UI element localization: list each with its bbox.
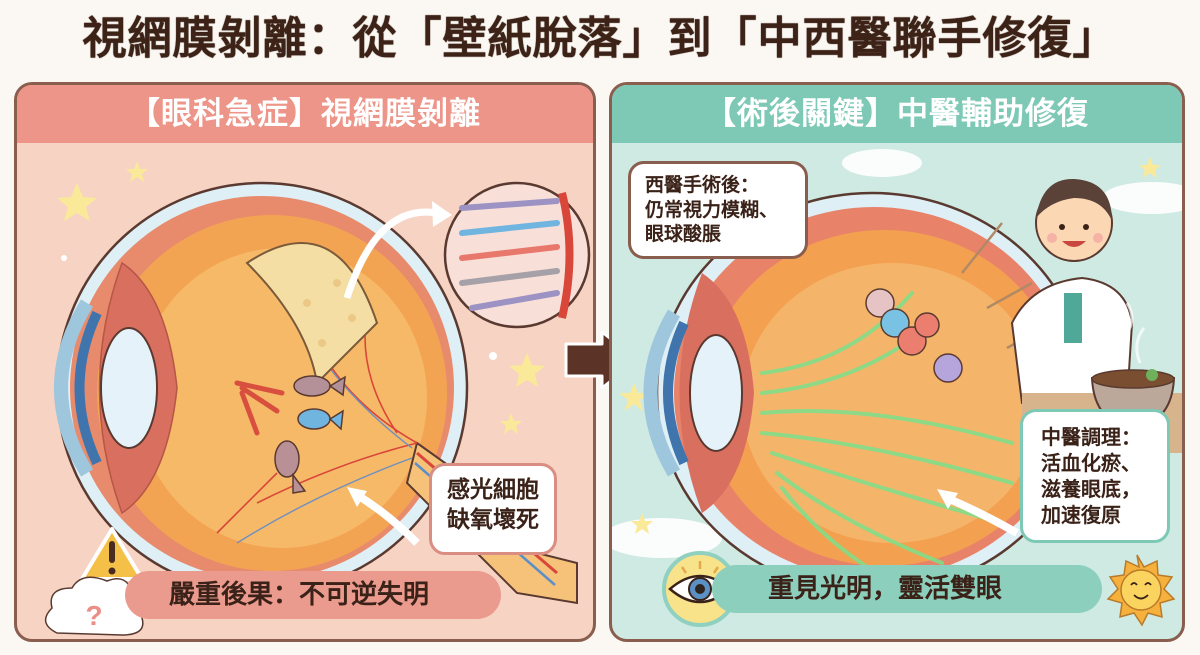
detached-retina-eye-illustration: ?	[44, 161, 591, 636]
tcm-doctor-figure	[1010, 178, 1134, 404]
panel-emergency: 【眼科急症】視網膜剝離	[14, 82, 596, 642]
callout-line: 加速復原	[1041, 503, 1121, 527]
eyeball-cross-section	[643, 191, 1089, 595]
photoreceptor-cells-zoom	[343, 181, 591, 329]
callout-line: 活血化瘀、	[1041, 451, 1141, 475]
sad-fish-cells	[274, 375, 346, 494]
callout-line: 西醫手術後：	[645, 174, 760, 196]
panel-header-emergency: 【眼科急症】視網膜剝離	[17, 85, 593, 143]
callout-line: 中醫調理：	[1041, 425, 1141, 449]
recovering-eye-illustration	[612, 149, 1182, 627]
callout-line: 滋養眼底，	[1041, 477, 1141, 501]
smiling-sun-icon	[1106, 554, 1176, 627]
panel-recovery: 【術後關鍵】中醫輔助修復	[609, 82, 1185, 642]
page-title: 視網膜剝離：從「壁紙脫落」到「中西醫聯手修復」	[82, 13, 1118, 64]
callout-line: 仍常視力模糊、	[645, 198, 779, 221]
post-surgery-callout: 西醫手術後： 仍常視力模糊、 眼球酸脹	[628, 161, 808, 259]
consequence-banner: 嚴重後果：不可逆失明	[125, 571, 501, 619]
star-icon	[57, 161, 545, 434]
outcome-banner: 重見光明，靈活雙眼	[712, 565, 1102, 613]
callout-line: 眼球酸脹	[645, 223, 722, 246]
happy-cells	[865, 288, 963, 383]
cloud-icon	[612, 149, 1182, 558]
callout-line: 缺氧壞死	[447, 506, 539, 533]
callout-line: 感光細胞	[447, 477, 539, 503]
svg-text:?: ?	[85, 600, 102, 631]
tcm-treatment-callout: 中醫調理： 活血化瘀、 滋養眼底， 加速復原	[1020, 409, 1170, 543]
star-icon	[619, 157, 1161, 534]
eye-icon	[662, 551, 738, 627]
photoreceptor-necrosis-callout: 感光細胞 缺氧壞死	[429, 463, 557, 555]
panel-header-recovery: 【術後關鍵】中醫輔助修復	[612, 85, 1182, 143]
